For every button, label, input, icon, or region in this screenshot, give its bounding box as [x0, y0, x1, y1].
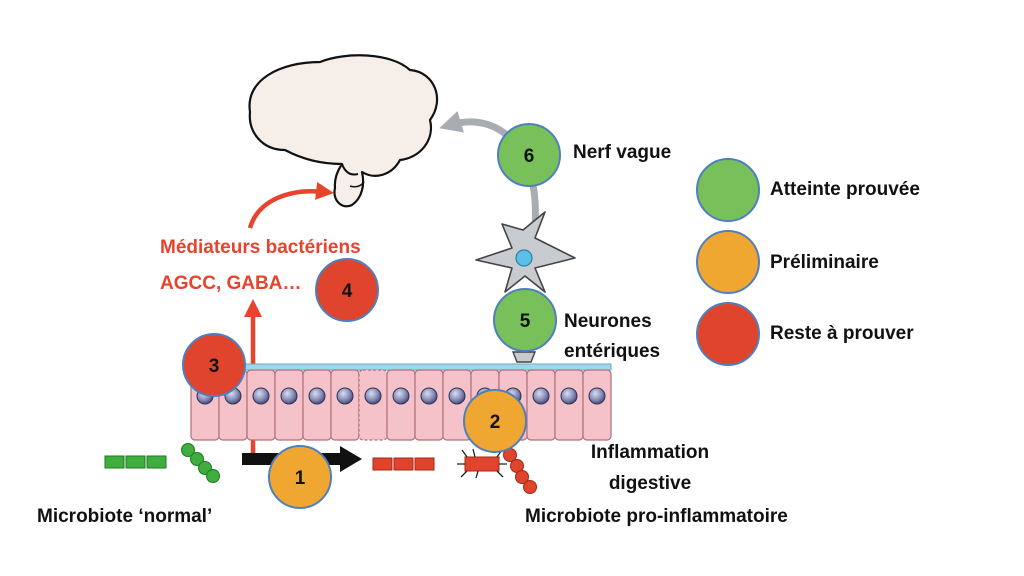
step-1-badge: 1 [268, 445, 332, 509]
legend [696, 158, 760, 366]
normal-microbiota-label: Microbiote ‘normal’ [37, 506, 213, 527]
step-4-badge: 4 [315, 258, 379, 322]
bacteria-normal-cocci [181, 443, 220, 483]
step-2-badge: 2 [463, 389, 527, 453]
cell-nucleus [420, 387, 438, 405]
enteric-neurons-label-line1: Neurones [564, 311, 652, 332]
cell-nucleus [364, 387, 382, 405]
step-3-number: 3 [209, 356, 220, 377]
epithelial-cell [358, 369, 388, 441]
epithelial-cell [330, 369, 360, 441]
epithelial-cell [274, 369, 304, 441]
bacteria-pathogenic-cocci [503, 448, 537, 494]
inflammation-label-line1: Inflammation [590, 442, 710, 463]
step-6-number: 6 [524, 146, 535, 167]
legend-label-preliminary: Préliminaire [770, 252, 879, 273]
legend-swatch-preliminary [696, 230, 760, 294]
epithelium-icon [190, 363, 612, 441]
bacteria-normal-rods [104, 455, 167, 469]
legend-label-unproven: Reste à prouver [770, 323, 914, 344]
brush-border [190, 363, 612, 371]
mediator-arrow [247, 182, 334, 229]
cell-nucleus [588, 387, 606, 405]
cell-nucleus [280, 387, 298, 405]
cell-nucleus [532, 387, 550, 405]
step-5-number: 5 [520, 311, 531, 332]
bacteria-flagellated [457, 448, 507, 479]
epithelial-cell [246, 369, 276, 441]
step-1-number: 1 [295, 468, 306, 489]
epithelial-cell [386, 369, 416, 441]
legend-label-proven: Atteinte prouvée [770, 179, 920, 200]
cell-nucleus [252, 387, 270, 405]
mediators-label-line2: AGCC, GABA… [160, 273, 302, 294]
step-4-number: 4 [342, 281, 353, 302]
mediators-label-line1: Médiateurs bactériens [160, 237, 361, 258]
epithelial-cell [414, 369, 444, 441]
enteric-neurons-label-line2: entériques [564, 341, 661, 362]
legend-swatch-unproven [696, 302, 760, 366]
cell-nucleus [336, 387, 354, 405]
epithelial-cell [554, 369, 584, 441]
pro-inflammatory-microbiota-label: Microbiote pro-inflammatoire [525, 506, 788, 527]
cell-nucleus [448, 387, 466, 405]
vagus-nerve-label: Nerf vague [573, 142, 672, 163]
neuron-icon [475, 211, 576, 363]
epithelial-cell [526, 369, 556, 441]
step-3-badge: 3 [182, 333, 246, 397]
cell-nucleus [308, 387, 326, 405]
step-2-number: 2 [490, 412, 501, 433]
step-5-badge: 5 [493, 288, 557, 352]
inflammation-label-line2: digestive [608, 473, 692, 494]
brain-icon [248, 54, 439, 208]
epithelial-cell [302, 369, 332, 441]
bacteria-pathogenic-rods [372, 457, 435, 471]
cell-nucleus [560, 387, 578, 405]
step-6-badge: 6 [497, 123, 561, 187]
legend-swatch-proven [696, 158, 760, 222]
epithelial-cell [582, 369, 612, 441]
cell-nucleus [392, 387, 410, 405]
